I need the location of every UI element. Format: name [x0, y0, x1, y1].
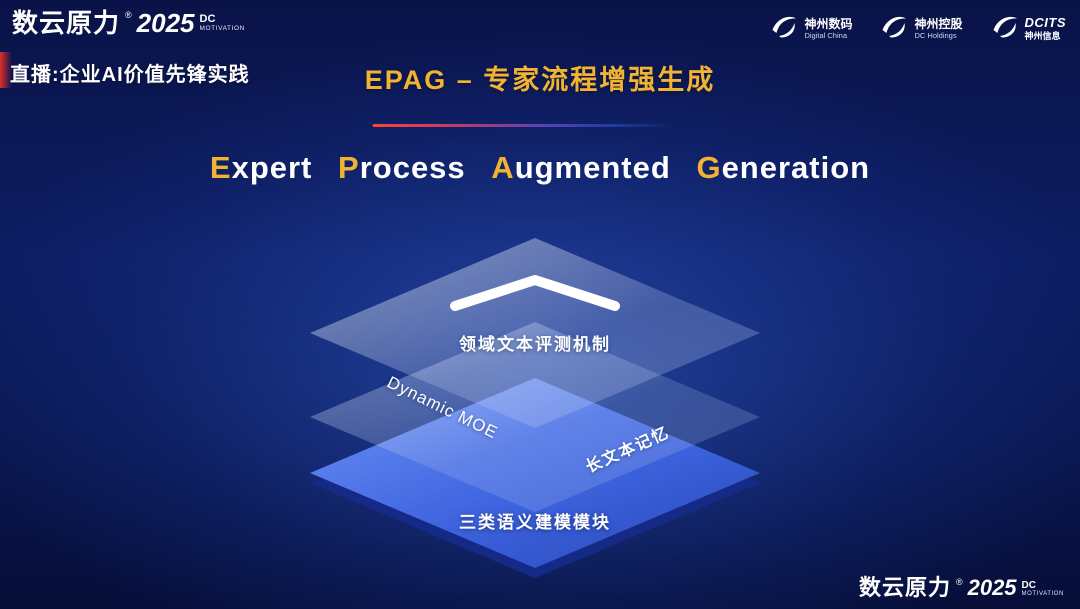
registered-mark: ®: [955, 577, 963, 587]
brand-sub-line2: MOTIVATION: [1021, 591, 1064, 597]
brand-year: 2025: [136, 8, 195, 38]
brand-sub-line1: DC: [1021, 580, 1036, 591]
dcits-logo-icon: [991, 12, 1019, 45]
subtitle-word: Expert: [209, 150, 313, 185]
brand-name: 数云原力: [858, 575, 951, 600]
dcits-logo: DCITS 神州信息: [991, 12, 1067, 45]
subtitle-word: Augmented: [491, 150, 671, 185]
brand-logo-bottom-right: 数云原力 ® 2025 DC MOTIVATION: [859, 577, 1064, 599]
page-title: EPAG – 专家流程增强生成: [364, 65, 716, 95]
logo-text: 神州数码 Digital China: [804, 16, 853, 41]
brand-subtitle: DC MOTIVATION: [1022, 580, 1064, 598]
dc-holdings-logo: 神州控股 DC Holdings: [880, 12, 963, 45]
english-subtitle: Expert Process Augmented Generation: [0, 150, 1080, 186]
gradient-divider: [372, 124, 668, 127]
digital-china-logo-icon: [770, 12, 798, 45]
registered-mark: ®: [125, 10, 132, 20]
partner-logos: 神州数码 Digital China 神州控股 DC Holdings: [770, 12, 1066, 45]
logo-text: 神州控股 DC Holdings: [914, 16, 963, 41]
layer-stack-diagram: 领域文本评测机制 Dynamic MOE 长文本记忆 三类语义建模模块: [310, 230, 760, 602]
subtitle-word: Generation: [696, 150, 871, 185]
brand-sub-line1: DC: [199, 13, 216, 25]
bottom-layer-label: 三类语义建模模块: [459, 513, 611, 532]
logo-text: DCITS 神州信息: [1024, 15, 1066, 41]
chevron-up-icon: [445, 272, 625, 319]
red-accent-bar: [0, 52, 12, 88]
subtitle-word: Process: [338, 150, 466, 185]
digital-china-logo: 神州数码 Digital China: [770, 12, 852, 45]
top-layer-label: 领域文本评测机制: [459, 335, 611, 354]
brand-subtitle: DC MOTIVATION: [200, 13, 245, 32]
brand-logo-top-left: 数云原力 ® 2025 DC MOTIVATION: [12, 10, 245, 36]
live-stream-label: 直播:企业AI价值先锋实践: [10, 64, 250, 86]
brand-sub-line2: MOTIVATION: [199, 25, 245, 33]
brand-name: 数云原力: [12, 8, 121, 38]
brand-year: 2025: [967, 575, 1017, 600]
dc-holdings-logo-icon: [880, 12, 908, 45]
